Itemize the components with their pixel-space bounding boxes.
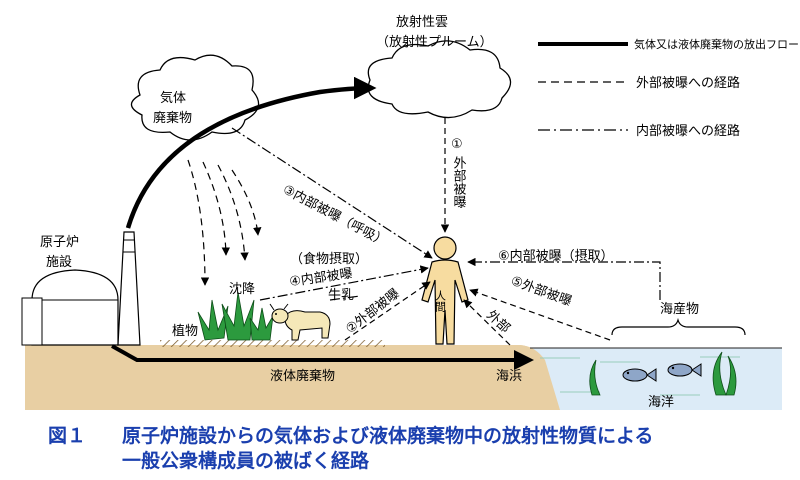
label-marine-products: 海産物 bbox=[660, 301, 699, 317]
external-label: 外部 bbox=[483, 308, 512, 337]
label-reactor-2: 施設 bbox=[46, 254, 72, 270]
legend: 気体又は液体廃棄物の放出フロー 外部被曝への経路 内部被曝への経路 bbox=[538, 37, 799, 139]
label-deposition: 沈降 bbox=[229, 282, 255, 297]
pathway-2-line bbox=[344, 281, 431, 341]
reactor-facility bbox=[21, 231, 141, 346]
pathway-4-line bbox=[259, 265, 429, 301]
caption-line-1: 原子炉施設からの気体および液体廃棄物中の放射性物質による bbox=[122, 425, 654, 447]
pathway-4-label: ④内部被曝 bbox=[288, 265, 353, 290]
label-human: 人間 bbox=[434, 290, 447, 313]
tilled-field bbox=[160, 340, 385, 347]
pathway-6-line bbox=[467, 257, 661, 300]
reactor-building bbox=[21, 297, 43, 346]
label-beach: 海浜 bbox=[496, 369, 522, 384]
liquid-release-arrow bbox=[111, 344, 534, 370]
label-milk: 牛乳 bbox=[328, 288, 354, 303]
pathway-3-line bbox=[231, 127, 433, 259]
label-reactor-1: 原子炉 bbox=[40, 235, 79, 250]
caption-line-2: 一般公衆構成員の被ばく経路 bbox=[122, 450, 370, 472]
external-line bbox=[463, 299, 511, 346]
deposition-paths bbox=[187, 159, 262, 286]
gaseous-release-arrow bbox=[125, 76, 377, 229]
milk-line bbox=[329, 295, 361, 301]
legend-release-label: 気体又は液体廃棄物の放出フロー bbox=[634, 37, 799, 51]
label-ocean: 海洋 bbox=[648, 395, 674, 410]
pathway-1-label: 外部被曝 bbox=[451, 156, 467, 208]
gaseous-waste-cloud bbox=[130, 54, 260, 141]
label-gaseous-waste-2: 廃棄物 bbox=[153, 110, 192, 126]
plants-icon bbox=[197, 291, 274, 341]
label-radioactive-plume: （放射性プルーム） bbox=[376, 34, 493, 50]
pathway-6-label: ⑥内部被曝（摂取） bbox=[498, 248, 614, 264]
label-liquid-waste: 液体廃棄物 bbox=[270, 368, 335, 384]
stack bbox=[117, 231, 141, 346]
pathway-1-number: ① bbox=[451, 137, 463, 152]
pathway-5-line bbox=[469, 288, 611, 341]
label-food-intake: （食物摂取） bbox=[290, 251, 368, 267]
marine-products-brace bbox=[611, 317, 746, 336]
pathway-lines bbox=[231, 118, 661, 346]
legend-internal-label: 内部被曝への経路 bbox=[636, 123, 740, 139]
legend-external-label: 外部被曝への経路 bbox=[636, 75, 740, 91]
cow-icon bbox=[269, 303, 331, 341]
fish-icon bbox=[622, 363, 702, 382]
pathway-5-label: ⑤外部被曝 bbox=[509, 274, 574, 310]
human-figure bbox=[421, 236, 469, 345]
pathway-3-label: ③内部被曝（呼吸） bbox=[280, 181, 390, 249]
label-plants: 植物 bbox=[172, 324, 198, 339]
reactor-dome bbox=[31, 269, 119, 346]
seaweed-icon bbox=[589, 351, 737, 396]
label-gaseous-waste-1: 気体 bbox=[160, 90, 186, 106]
label-radioactive-cloud: 放射性雲 bbox=[396, 14, 448, 30]
caption-number: 図１ bbox=[48, 425, 87, 447]
radioactive-plume-cloud bbox=[367, 40, 512, 119]
